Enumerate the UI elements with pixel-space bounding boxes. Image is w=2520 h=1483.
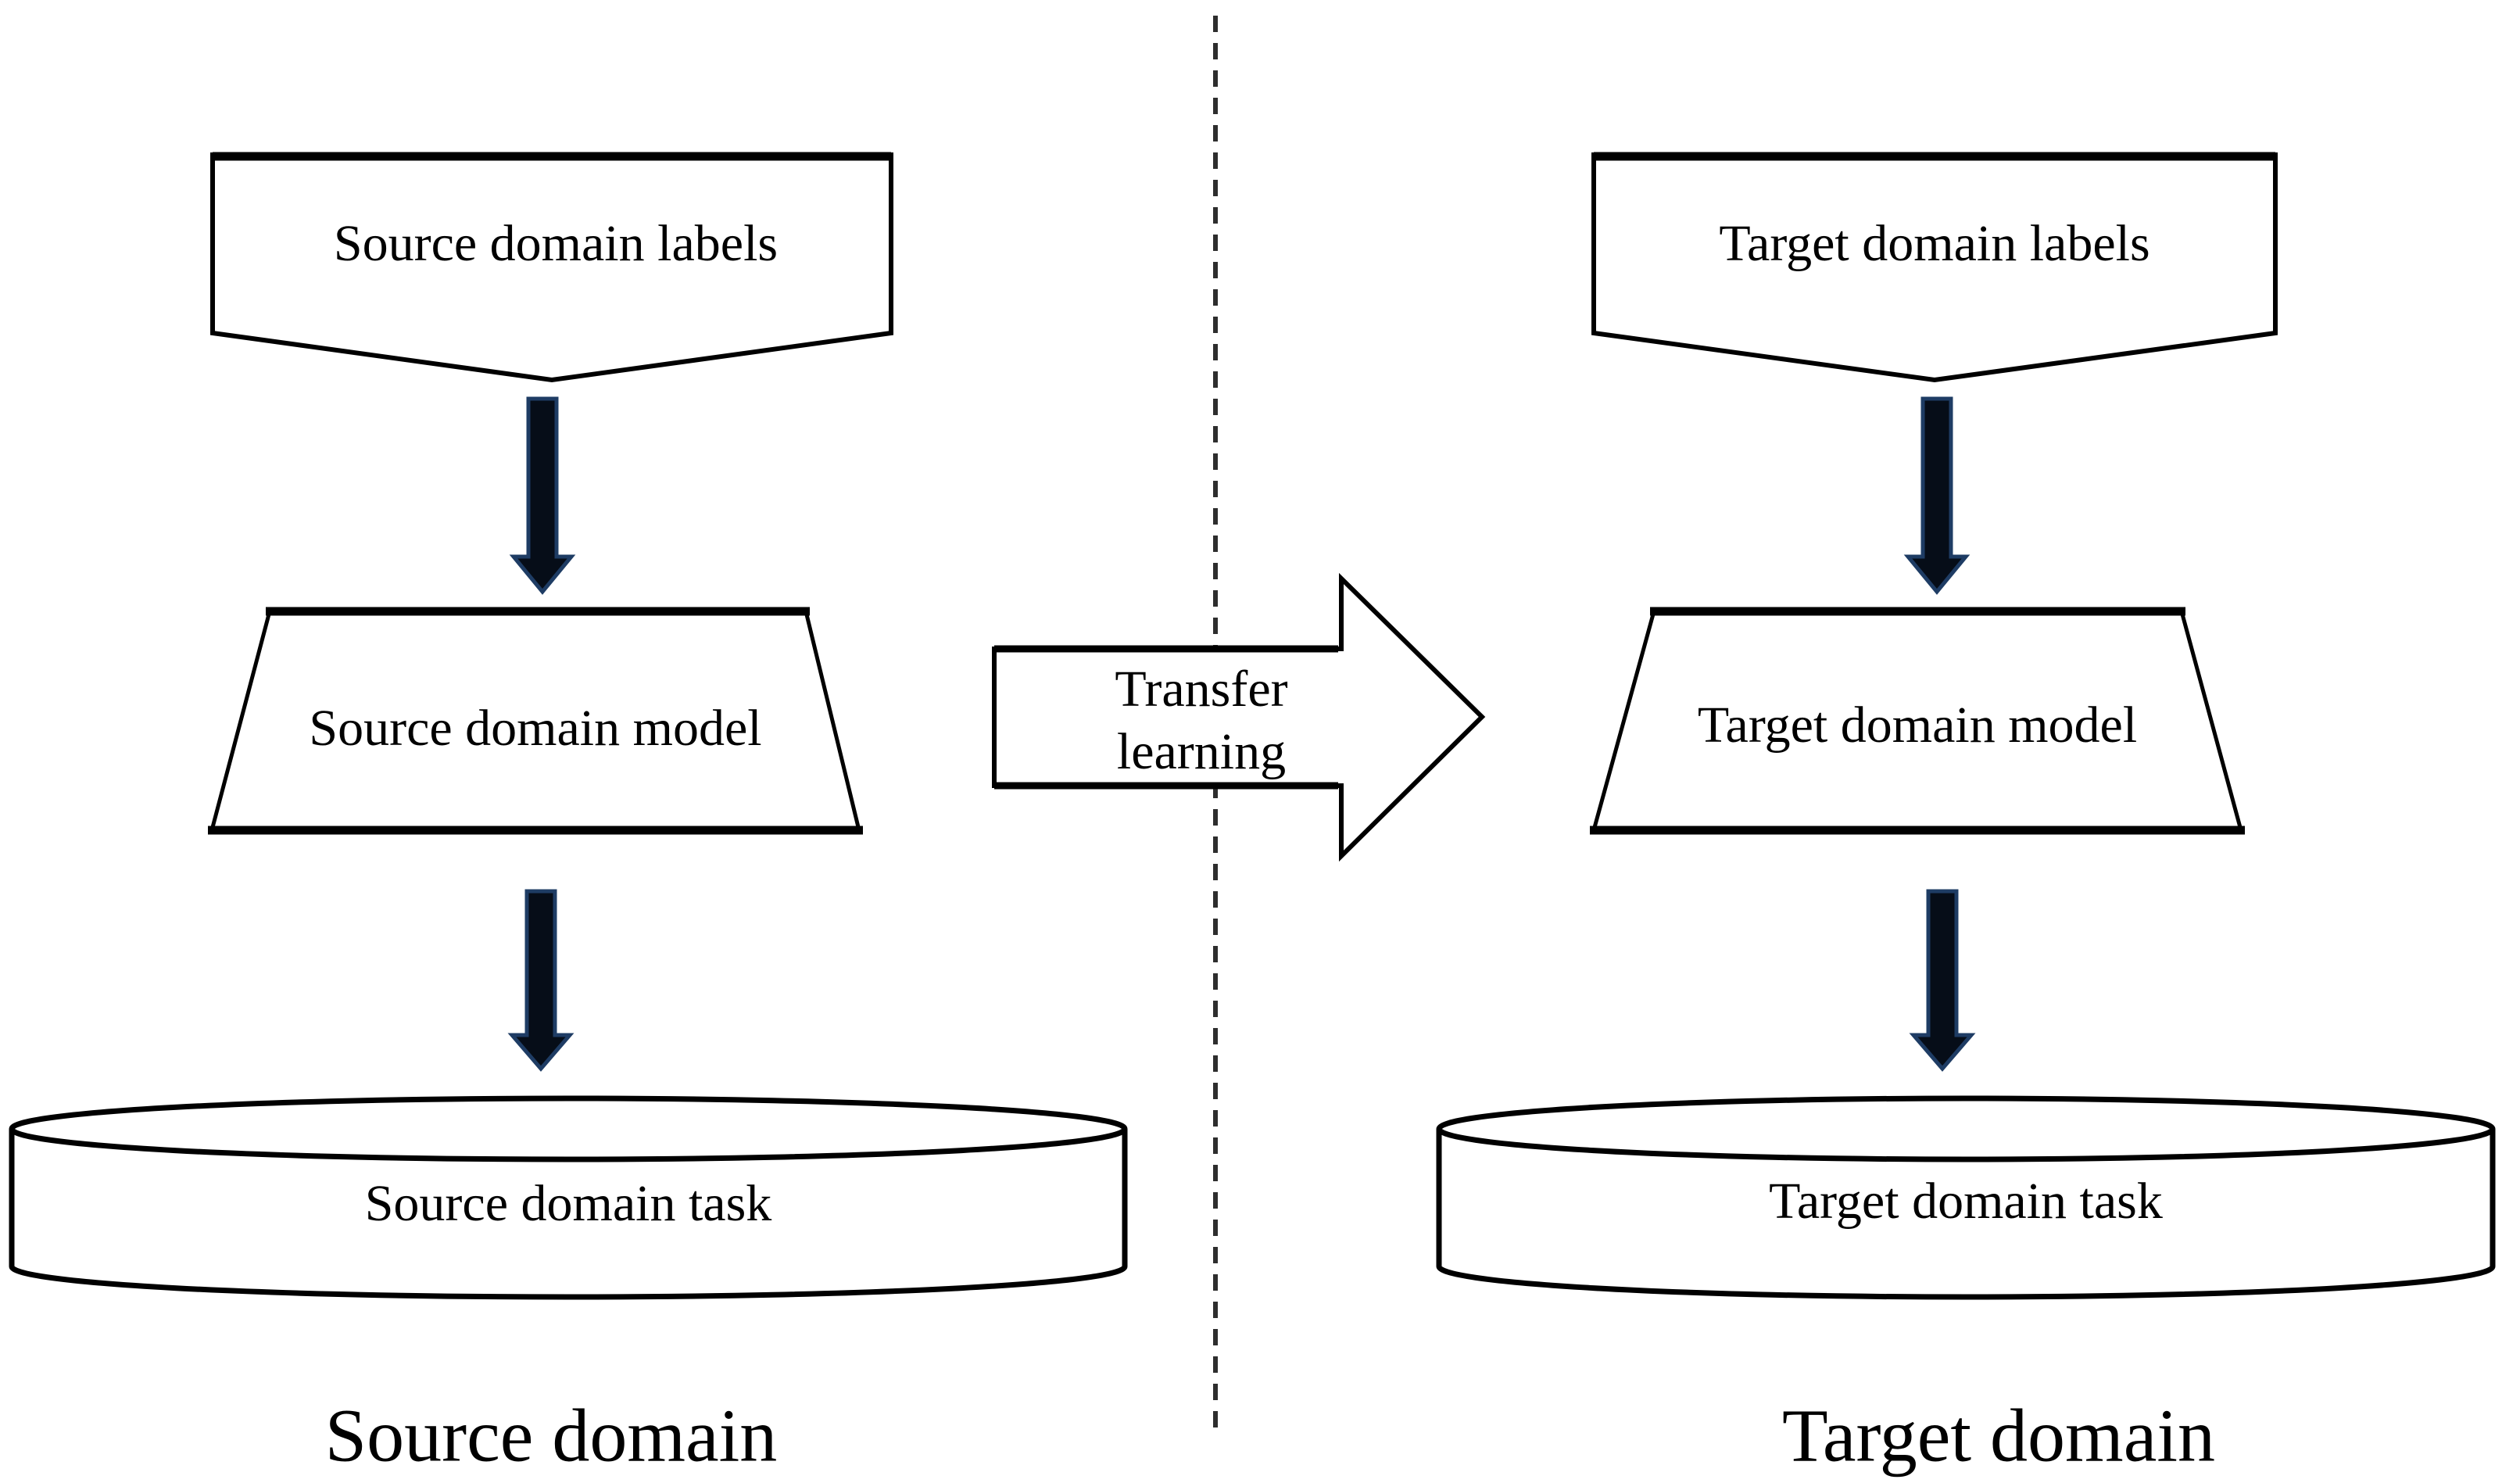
target-flow-arrow-2 xyxy=(1909,889,1976,1072)
target-task-cylinder-body xyxy=(1436,1129,2496,1300)
source-domain-model-text: Source domain model xyxy=(309,700,762,757)
source-domain-model-shape xyxy=(208,607,863,835)
target-domain-task-shape xyxy=(1436,1095,2496,1300)
source-flow-arrow-1 xyxy=(509,396,576,595)
source-domain-labels-shape xyxy=(210,152,893,383)
source-domain-task-text: Source domain task xyxy=(364,1175,772,1232)
target-domain-caption: Target domain xyxy=(1781,1393,2216,1478)
source-task-cylinder-top xyxy=(9,1095,1128,1162)
transfer-learning-line1: Transfer xyxy=(1115,661,1288,718)
transfer-learning-label: Transfer learning xyxy=(1115,658,1287,783)
source-domain-task-shape xyxy=(9,1095,1128,1300)
source-domain-caption: Source domain xyxy=(324,1393,778,1478)
target-domain-model-shape xyxy=(1590,607,2245,835)
target-flow-arrow-1 xyxy=(1903,396,1971,595)
target-task-cylinder-top xyxy=(1436,1095,2496,1162)
source-task-cylinder-body xyxy=(9,1129,1128,1300)
target-domain-labels-text: Target domain labels xyxy=(1719,215,2150,272)
transfer-learning-arrow xyxy=(992,572,1486,862)
target-domain-model-text: Target domain model xyxy=(1697,697,2138,754)
source-flow-arrow-2 xyxy=(507,889,575,1072)
target-domain-task-text: Target domain task xyxy=(1769,1173,2163,1230)
source-domain-labels-text: Source domain labels xyxy=(333,215,779,272)
target-domain-labels-shape xyxy=(1591,152,2278,383)
transfer-learning-line2: learning xyxy=(1116,723,1287,780)
